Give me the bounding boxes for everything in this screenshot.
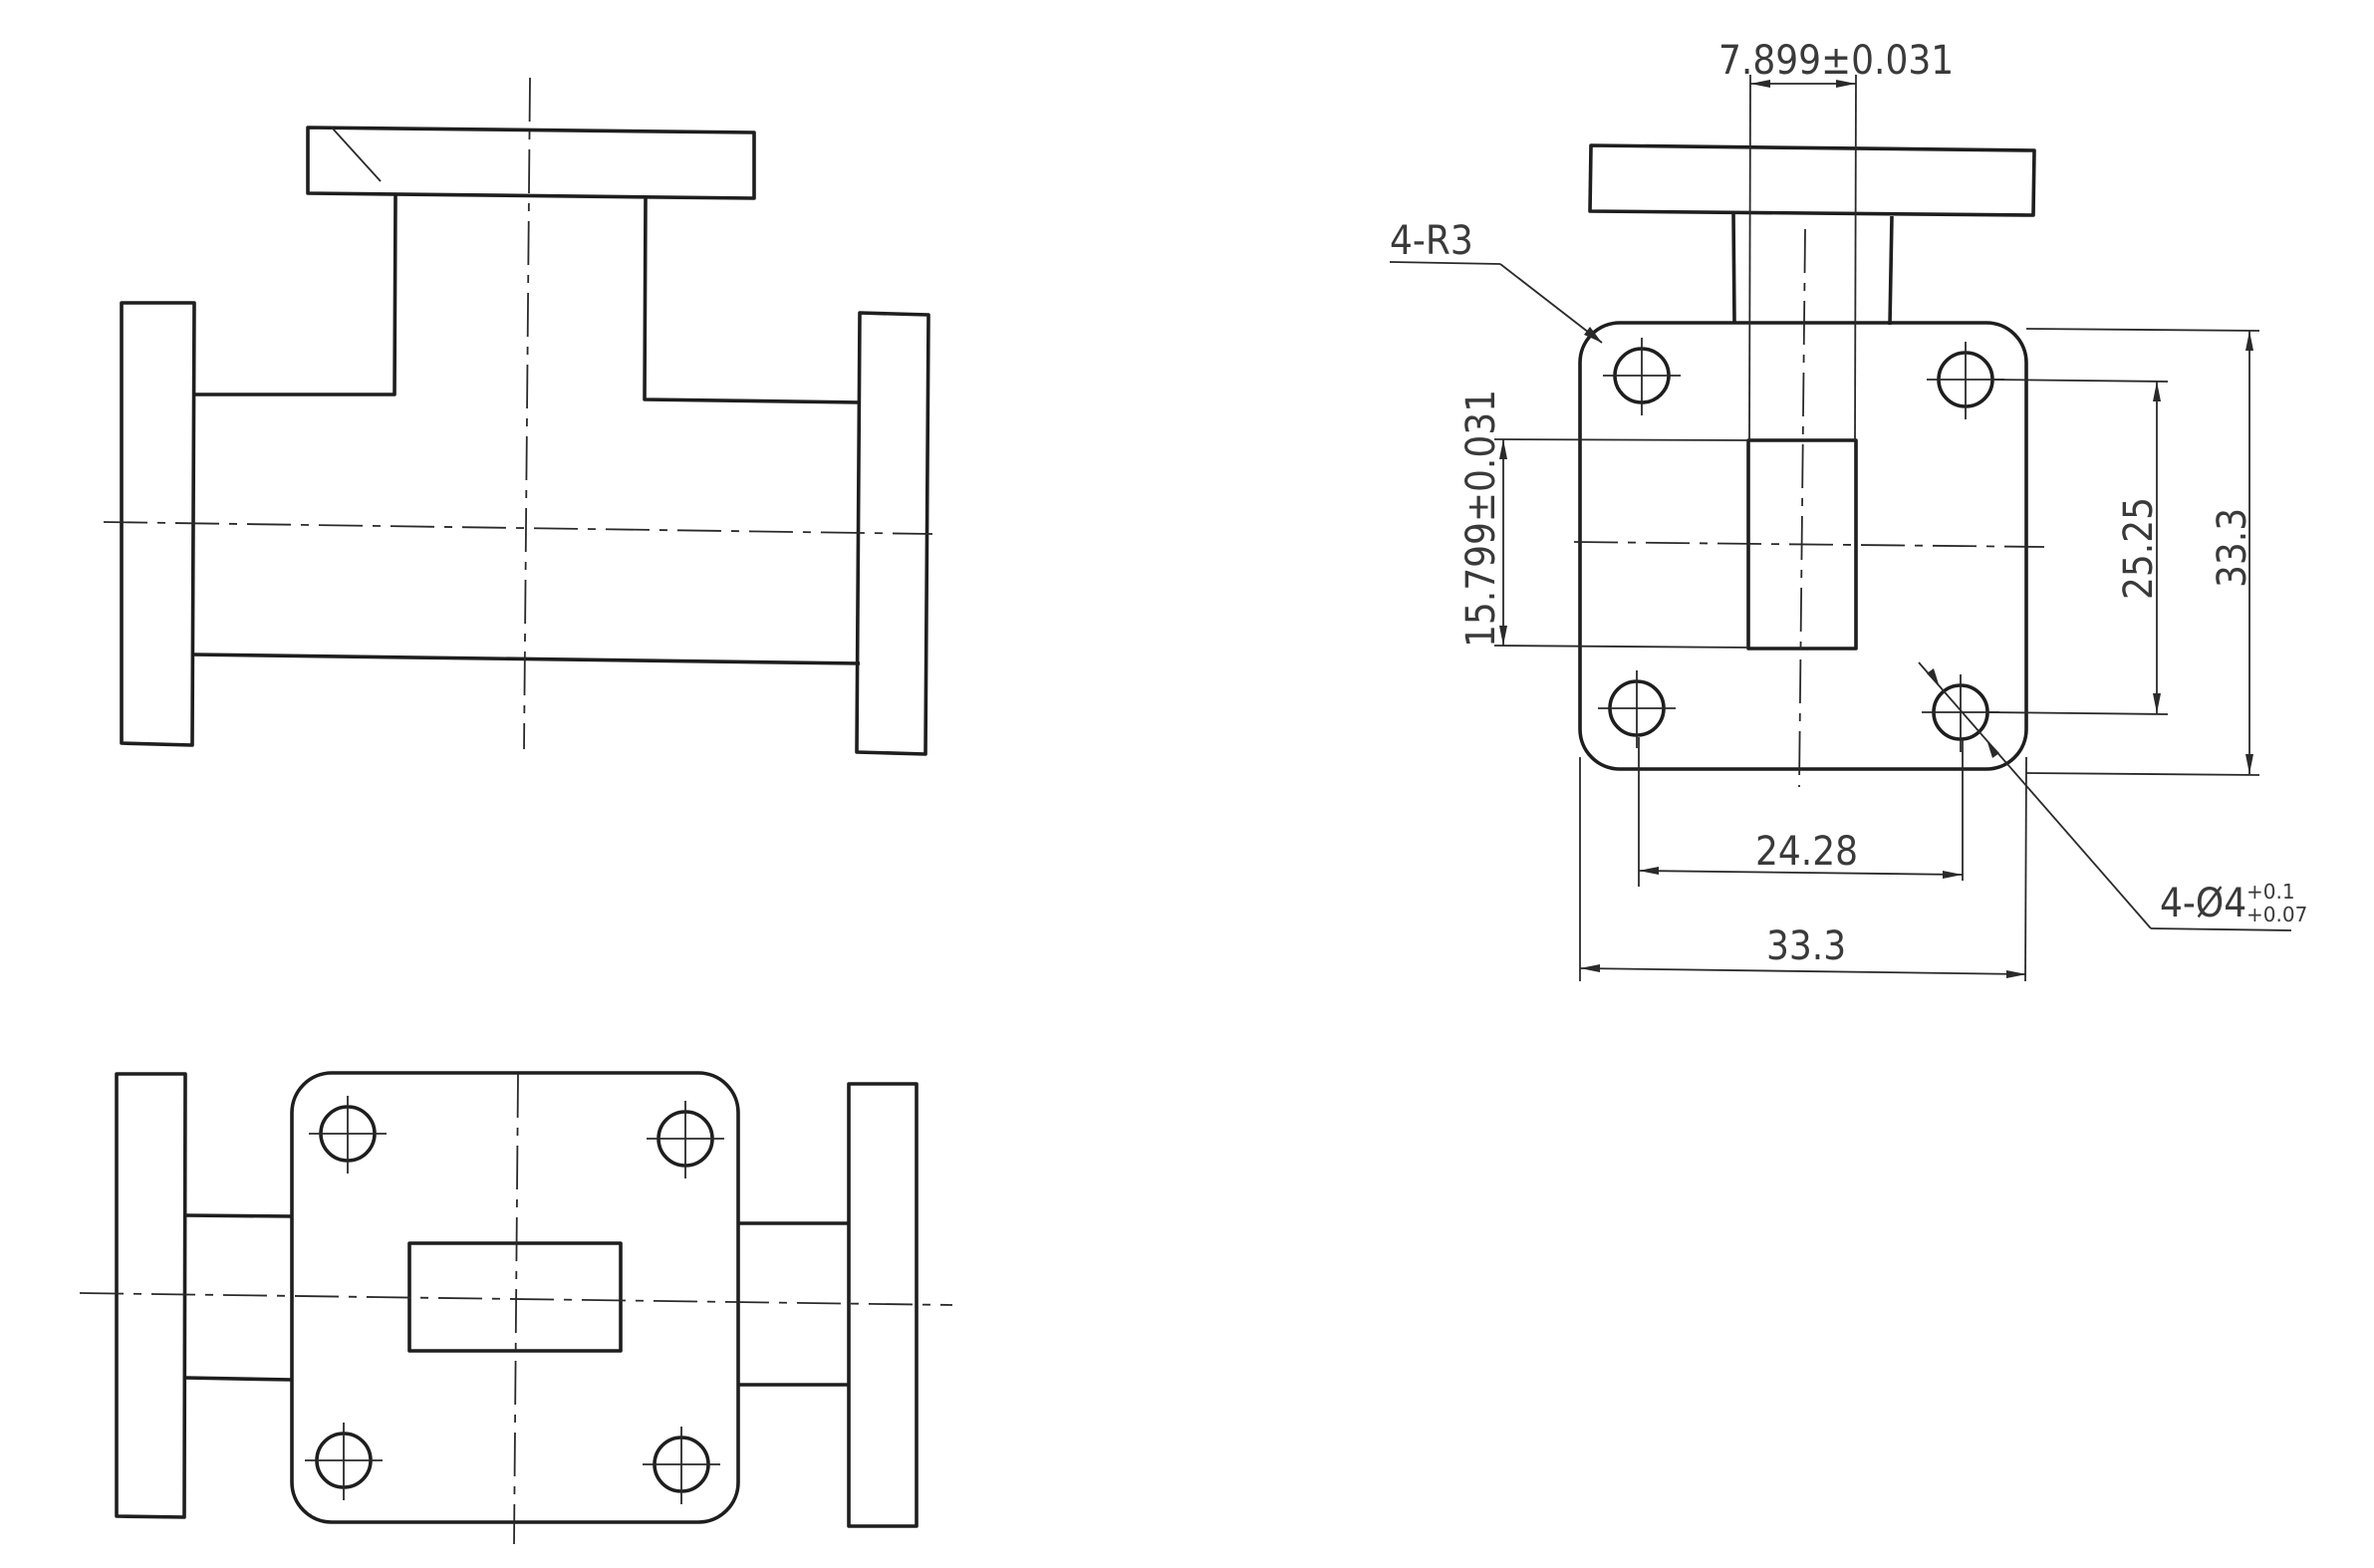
svg-text:+0.1: +0.1 [2246, 880, 2295, 904]
side-view-flange: 7.899±0.031 15.799±0.031 4-R3 25.25 33.3 [1389, 38, 2307, 982]
flange-hatch-mark [331, 127, 382, 182]
side-vertical-centerline [1798, 228, 1806, 788]
waveguide-slot [407, 1241, 623, 1353]
top-view-left-flange [115, 1072, 187, 1519]
dim-flange-height: 33.3 [2210, 508, 2255, 588]
top-view-vertical-centerline [513, 1073, 519, 1545]
branch-right-wall [643, 197, 861, 404]
side-top-flange [1588, 143, 2036, 217]
front-view-tee [103, 77, 933, 756]
main-pipe-bottom-wall [191, 653, 861, 665]
dim-hole-spacing-vertical: 25.25 [2116, 497, 2162, 600]
dim-hole-spacing-horizontal: 24.28 [1755, 829, 1858, 875]
svg-text:4-Ø4: 4-Ø4 [2160, 881, 2246, 926]
dim-hole-callout: 4-Ø4 +0.1 +0.07 [2160, 880, 2307, 926]
dim-slot-height: 15.799±0.031 [1458, 390, 1504, 648]
front-horizontal-centerline [103, 521, 933, 535]
dim-slot-width: 7.899±0.031 [1718, 38, 1954, 84]
bolt-holes [305, 1096, 724, 1504]
top-flange [306, 126, 756, 200]
top-view-right-flange [847, 1082, 919, 1528]
dim-flange-width: 33.3 [1766, 923, 1846, 969]
top-view-tee [79, 1071, 953, 1545]
side-horizontal-centerline [1573, 541, 2045, 548]
left-arm-top [184, 1213, 294, 1218]
neck-left [1731, 212, 1736, 324]
left-arm-bottom [184, 1376, 293, 1382]
front-vertical-centerline [523, 77, 531, 750]
right-flange [855, 311, 930, 756]
dim-corner-radius: 4-R3 [1390, 218, 1473, 264]
left-flange [120, 301, 196, 747]
svg-text:+0.07: +0.07 [2246, 903, 2307, 926]
branch-left-wall [194, 194, 397, 396]
neck-right [1888, 215, 1894, 326]
